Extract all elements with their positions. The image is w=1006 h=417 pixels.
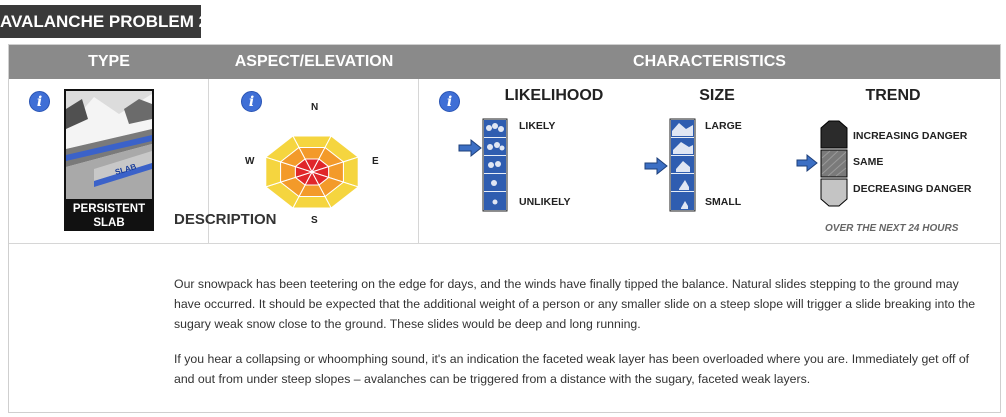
likelihood-arrow-icon (458, 138, 482, 158)
rose-petal-nw-band-2 (294, 158, 314, 173)
aspect-info-icon[interactable]: i (241, 91, 262, 112)
divider (208, 79, 209, 244)
persistent-slab-icon: SLAB PERSISTENT SLAB (64, 89, 154, 231)
description-paragraph-1: Our snowpack has been teetering on the e… (174, 277, 976, 331)
type-info-icon[interactable]: i (29, 91, 50, 112)
trend-heading: TREND (865, 87, 921, 104)
problem-title: AVALANCHE PROBLEM 2 (0, 5, 201, 38)
size-arrow-icon (644, 156, 668, 176)
trend-increasing-icon (820, 120, 848, 149)
trend-option-decreasing: DECREASING DANGER (853, 183, 972, 195)
compass-east: E (372, 156, 379, 167)
type-label-line1: PERSISTENT (72, 203, 146, 215)
header-characteristics: CHARACTERISTICS (633, 53, 786, 70)
table-header: TYPE ASPECT/ELEVATION CHARACTERISTICS (9, 45, 1000, 79)
likelihood-heading: LIKELIHOOD (504, 87, 604, 104)
size-heading: SIZE (699, 87, 735, 104)
avalanche-problem-panel: TYPE ASPECT/ELEVATION CHARACTERISTICS i … (8, 44, 1001, 413)
aspect-elevation-rose (264, 135, 360, 209)
size-scale (644, 118, 696, 212)
header-type: TYPE (88, 53, 130, 70)
trend-decreasing-icon (820, 178, 848, 207)
divider (9, 243, 1000, 244)
header-aspect-elevation: ASPECT/ELEVATION (234, 53, 394, 70)
compass-west: W (245, 156, 255, 167)
slab-illustration: SLAB (66, 91, 152, 199)
likelihood-scale (458, 118, 508, 212)
type-label: PERSISTENT SLAB (64, 201, 154, 231)
likelihood-top-label: LIKELY (519, 120, 556, 132)
description-paragraph-2: If you hear a collapsing or whoomphing s… (174, 352, 970, 386)
compass-south: S (311, 215, 318, 226)
compass-north: N (311, 102, 319, 113)
trend-option-same: SAME (853, 156, 884, 168)
trend-arrow-icon (796, 153, 818, 173)
description-heading: DESCRIPTION (174, 211, 277, 228)
size-bottom-label: SMALL (705, 196, 742, 208)
rose-petals (264, 135, 360, 209)
divider (418, 79, 419, 244)
trend-note: OVER THE NEXT 24 HOURS (825, 223, 959, 234)
size-top-label: LARGE (705, 120, 742, 132)
characteristics-info-icon[interactable]: i (439, 91, 460, 112)
type-label-line2: SLAB (93, 217, 125, 229)
trend-scale (796, 120, 848, 207)
likelihood-bottom-label: UNLIKELY (519, 196, 571, 208)
trend-option-increasing: INCREASING DANGER (853, 130, 968, 142)
